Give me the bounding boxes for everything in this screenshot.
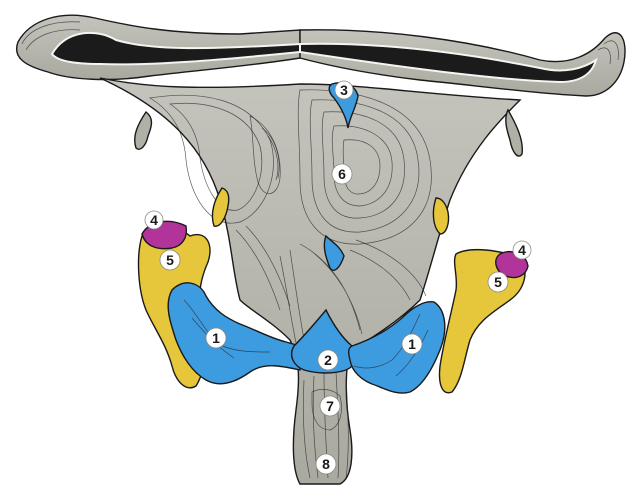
label-5-left: 5 — [160, 250, 180, 270]
label-6: 6 — [332, 164, 352, 184]
svg-text:7: 7 — [326, 398, 334, 414]
label-1-left: 1 — [206, 328, 226, 348]
svg-text:4: 4 — [150, 212, 158, 228]
svg-text:1: 1 — [212, 330, 220, 346]
svg-text:1: 1 — [408, 336, 416, 352]
svg-text:6: 6 — [338, 166, 346, 182]
svg-text:4: 4 — [518, 242, 526, 258]
label-1-right: 1 — [402, 334, 422, 354]
label-3: 3 — [335, 81, 353, 99]
svg-text:2: 2 — [324, 352, 332, 368]
svg-text:3: 3 — [340, 82, 348, 98]
label-7: 7 — [320, 396, 340, 416]
process-left — [135, 112, 152, 149]
label-5-right: 5 — [488, 272, 508, 292]
label-8: 8 — [316, 454, 336, 474]
svg-text:5: 5 — [166, 252, 174, 268]
label-2: 2 — [318, 350, 338, 370]
label-4-right: 4 — [513, 241, 531, 259]
svg-text:8: 8 — [322, 456, 330, 472]
process-right — [506, 110, 522, 156]
label-4-left: 4 — [145, 211, 163, 229]
svg-text:5: 5 — [494, 274, 502, 290]
